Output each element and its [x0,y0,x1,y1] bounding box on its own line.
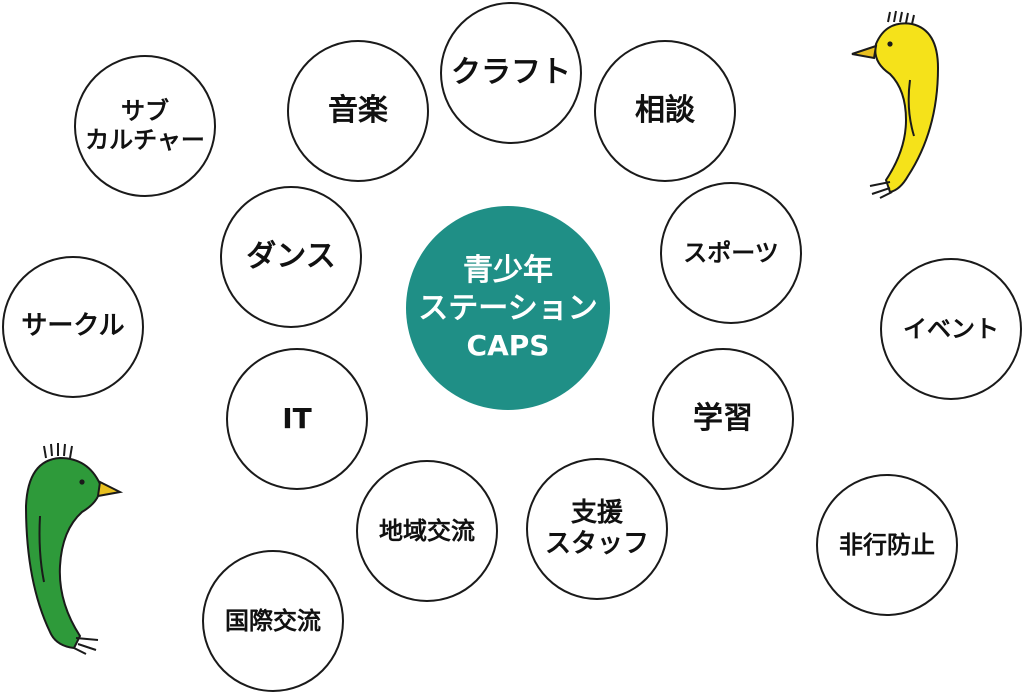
center-hub: 青少年 ステーション CAPS [406,206,610,410]
yellow-bird-illustration [846,10,946,200]
topic-label: 地域交流 [379,517,475,546]
topic-label-line-2: カルチャー [85,126,205,155]
green-bird-illustration [20,442,124,656]
center-line-3: CAPS [467,328,550,364]
topic-music: 音楽 [287,40,429,182]
topic-consultation: 相談 [594,40,736,182]
topic-event: イベント [880,258,1022,400]
topic-label: 音楽 [328,93,388,129]
topic-delinquency-prevention: 非行防止 [816,474,958,616]
topic-label-line-1: サブ [121,97,169,126]
topic-label: 相談 [635,93,695,129]
topic-label: イベント [903,315,999,344]
topic-label: スポーツ [683,239,779,268]
topic-support-staff: 支援 スタッフ [526,458,668,600]
topic-study: 学習 [652,348,794,490]
topic-circle: サークル [2,256,144,398]
topic-label: 学習 [693,401,753,437]
topic-label-line-2: スタッフ [545,529,649,560]
center-line-1: 青少年 [463,252,553,290]
center-line-2: ステーション [418,290,597,328]
topic-it: IT [226,348,368,490]
topic-international-exchange: 国際交流 [202,550,344,692]
topic-sports: スポーツ [660,182,802,324]
topic-craft: クラフト [440,2,582,144]
topic-subculture: サブ カルチャー [74,55,216,197]
topic-label: 非行防止 [839,531,935,560]
topic-label: IT [282,402,312,436]
topic-local-exchange: 地域交流 [356,460,498,602]
topic-label: ダンス [246,239,335,275]
topic-label: 国際交流 [225,607,321,636]
topic-label: クラフト [451,55,571,91]
topic-label-line-1: 支援 [571,498,623,529]
topic-dance: ダンス [220,186,362,328]
topic-label: サークル [21,311,124,342]
